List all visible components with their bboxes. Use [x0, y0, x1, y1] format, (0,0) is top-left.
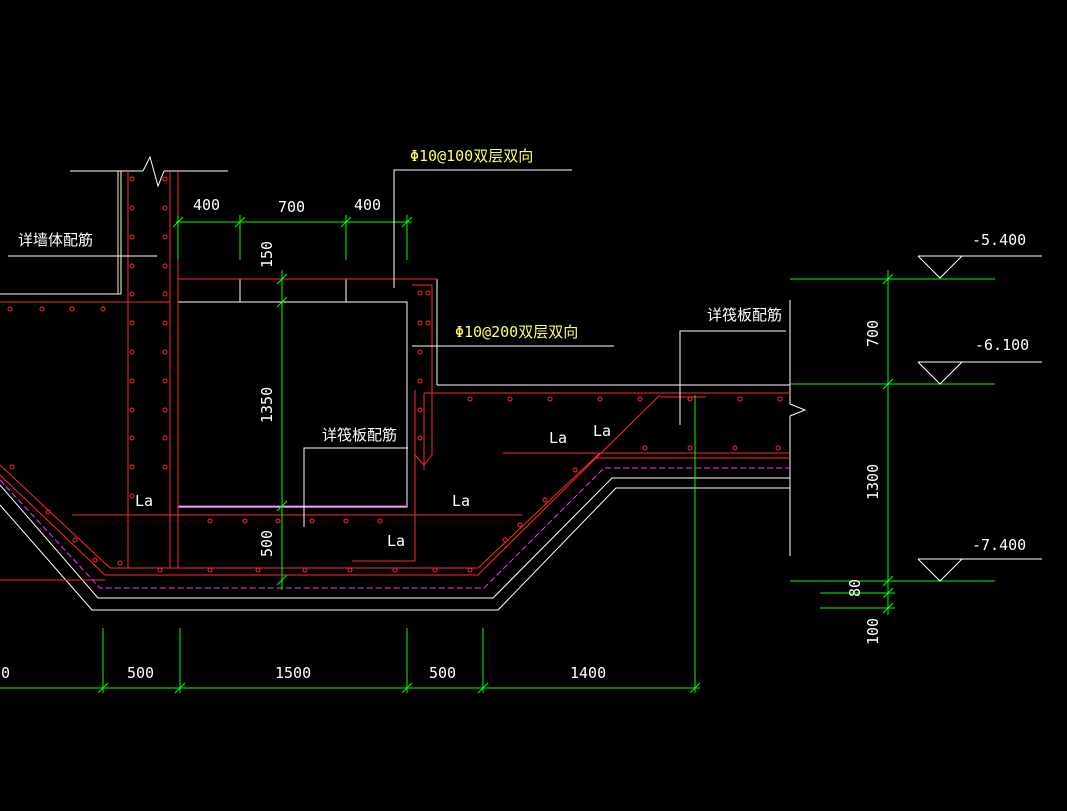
elevation-label-bottom: -7.400 — [972, 536, 1026, 554]
waterproof-layer — [0, 467, 790, 589]
elevation-label-mid: -6.100 — [975, 336, 1029, 354]
note-slab-rebar-right: 详筏板配筋 — [707, 306, 782, 324]
dim-bottom-500-left: 500 — [127, 664, 154, 682]
rebar-lines — [0, 171, 790, 581]
note-rebar-spec-mid: Φ10@200双层双向 — [455, 323, 578, 341]
dim-bottom-500-right: 500 — [429, 664, 456, 682]
dim-1300-right: 1300 — [864, 464, 882, 500]
note-rebar-spec-top: Φ10@100双层双向 — [410, 147, 533, 165]
dim-80-right: 80 — [846, 579, 864, 597]
anchor-label-la: La — [135, 492, 153, 510]
rebar-dots — [7, 176, 783, 573]
elevation-label-top: -5.400 — [972, 231, 1026, 249]
dim-top-400-left: 400 — [193, 196, 220, 214]
dim-top-700: 700 — [278, 198, 305, 216]
dim-500-vertical: 500 — [258, 530, 276, 557]
anchor-label-la: La — [593, 422, 611, 440]
dim-100-right: 100 — [864, 618, 882, 645]
leader-lines — [8, 169, 786, 527]
dim-1350: 1350 — [258, 387, 276, 423]
anchor-label-la: La — [387, 532, 405, 550]
anchor-label-la: La — [549, 429, 567, 447]
anchor-label-la: La — [452, 492, 470, 510]
dim-700-right: 700 — [864, 320, 882, 347]
dim-bottom-1400: 1400 — [570, 664, 606, 682]
dim-150: 150 — [258, 241, 276, 268]
dim-bottom-00: 00 — [0, 664, 10, 682]
note-slab-rebar-center: 详筏板配筋 — [322, 426, 397, 444]
elevation-markers — [917, 255, 1042, 582]
dim-top-400-right: 400 — [354, 196, 381, 214]
dimension-lines — [0, 215, 995, 694]
dim-bottom-1500: 1500 — [275, 664, 311, 682]
note-wall-rebar: 详墙体配筋 — [18, 231, 93, 249]
